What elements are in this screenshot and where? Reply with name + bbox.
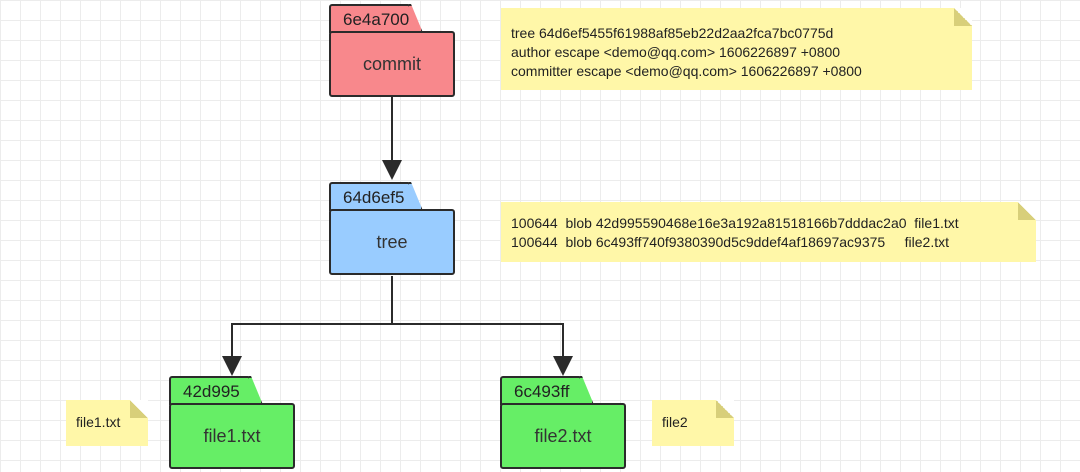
tree-to-file2-connector [392,323,573,376]
tree-node: tree [329,209,455,275]
note-fold-icon [130,400,148,418]
file1-hash-tab: 42d995 [169,376,251,405]
commit-node-label: commit [363,53,421,74]
file1-node-label: file1.txt [203,425,261,446]
file2-blob-node: file2.txt [500,403,626,469]
commit-note-line: committer escape <demo@qq.com> 160622689… [511,63,862,79]
commit-hash-tab: 6e4a700 [329,4,411,33]
tree-to-blobs-connector [222,276,393,376]
commit-node: commit [329,31,455,97]
file2-node-label: file2.txt [534,425,592,446]
file2-content-note: file2 [652,400,734,446]
commit-note-line: tree 64d6ef5455f61988af85eb22d2aa2fca7bc… [511,25,834,41]
file1-content-note: file1.txt [66,400,148,446]
note-fold-icon [954,8,972,26]
file1-note-text: file1.txt [76,414,121,430]
tree-node-label: tree [376,231,408,252]
note-fold-icon [716,400,734,418]
tree-note-line: 100644 blob 42d995590468e16e3a192a815181… [511,215,959,231]
file2-hash-tab: 6c493ff [500,376,582,405]
file2-note-text: file2 [662,414,688,430]
file1-blob-node: file1.txt [169,403,295,469]
commit-content-note: tree 64d6ef5455f61988af85eb22d2aa2fca7bc… [501,8,972,90]
note-fold-icon [1018,202,1036,220]
tree-content-note: 100644 blob 42d995590468e16e3a192a815181… [501,202,1036,262]
tree-note-line: 100644 blob 6c493ff740f9380390d5c9ddef4a… [511,234,950,250]
tree-hash-tab: 64d6ef5 [329,182,411,211]
commit-note-line: author escape <demo@qq.com> 1606226897 +… [511,44,841,60]
